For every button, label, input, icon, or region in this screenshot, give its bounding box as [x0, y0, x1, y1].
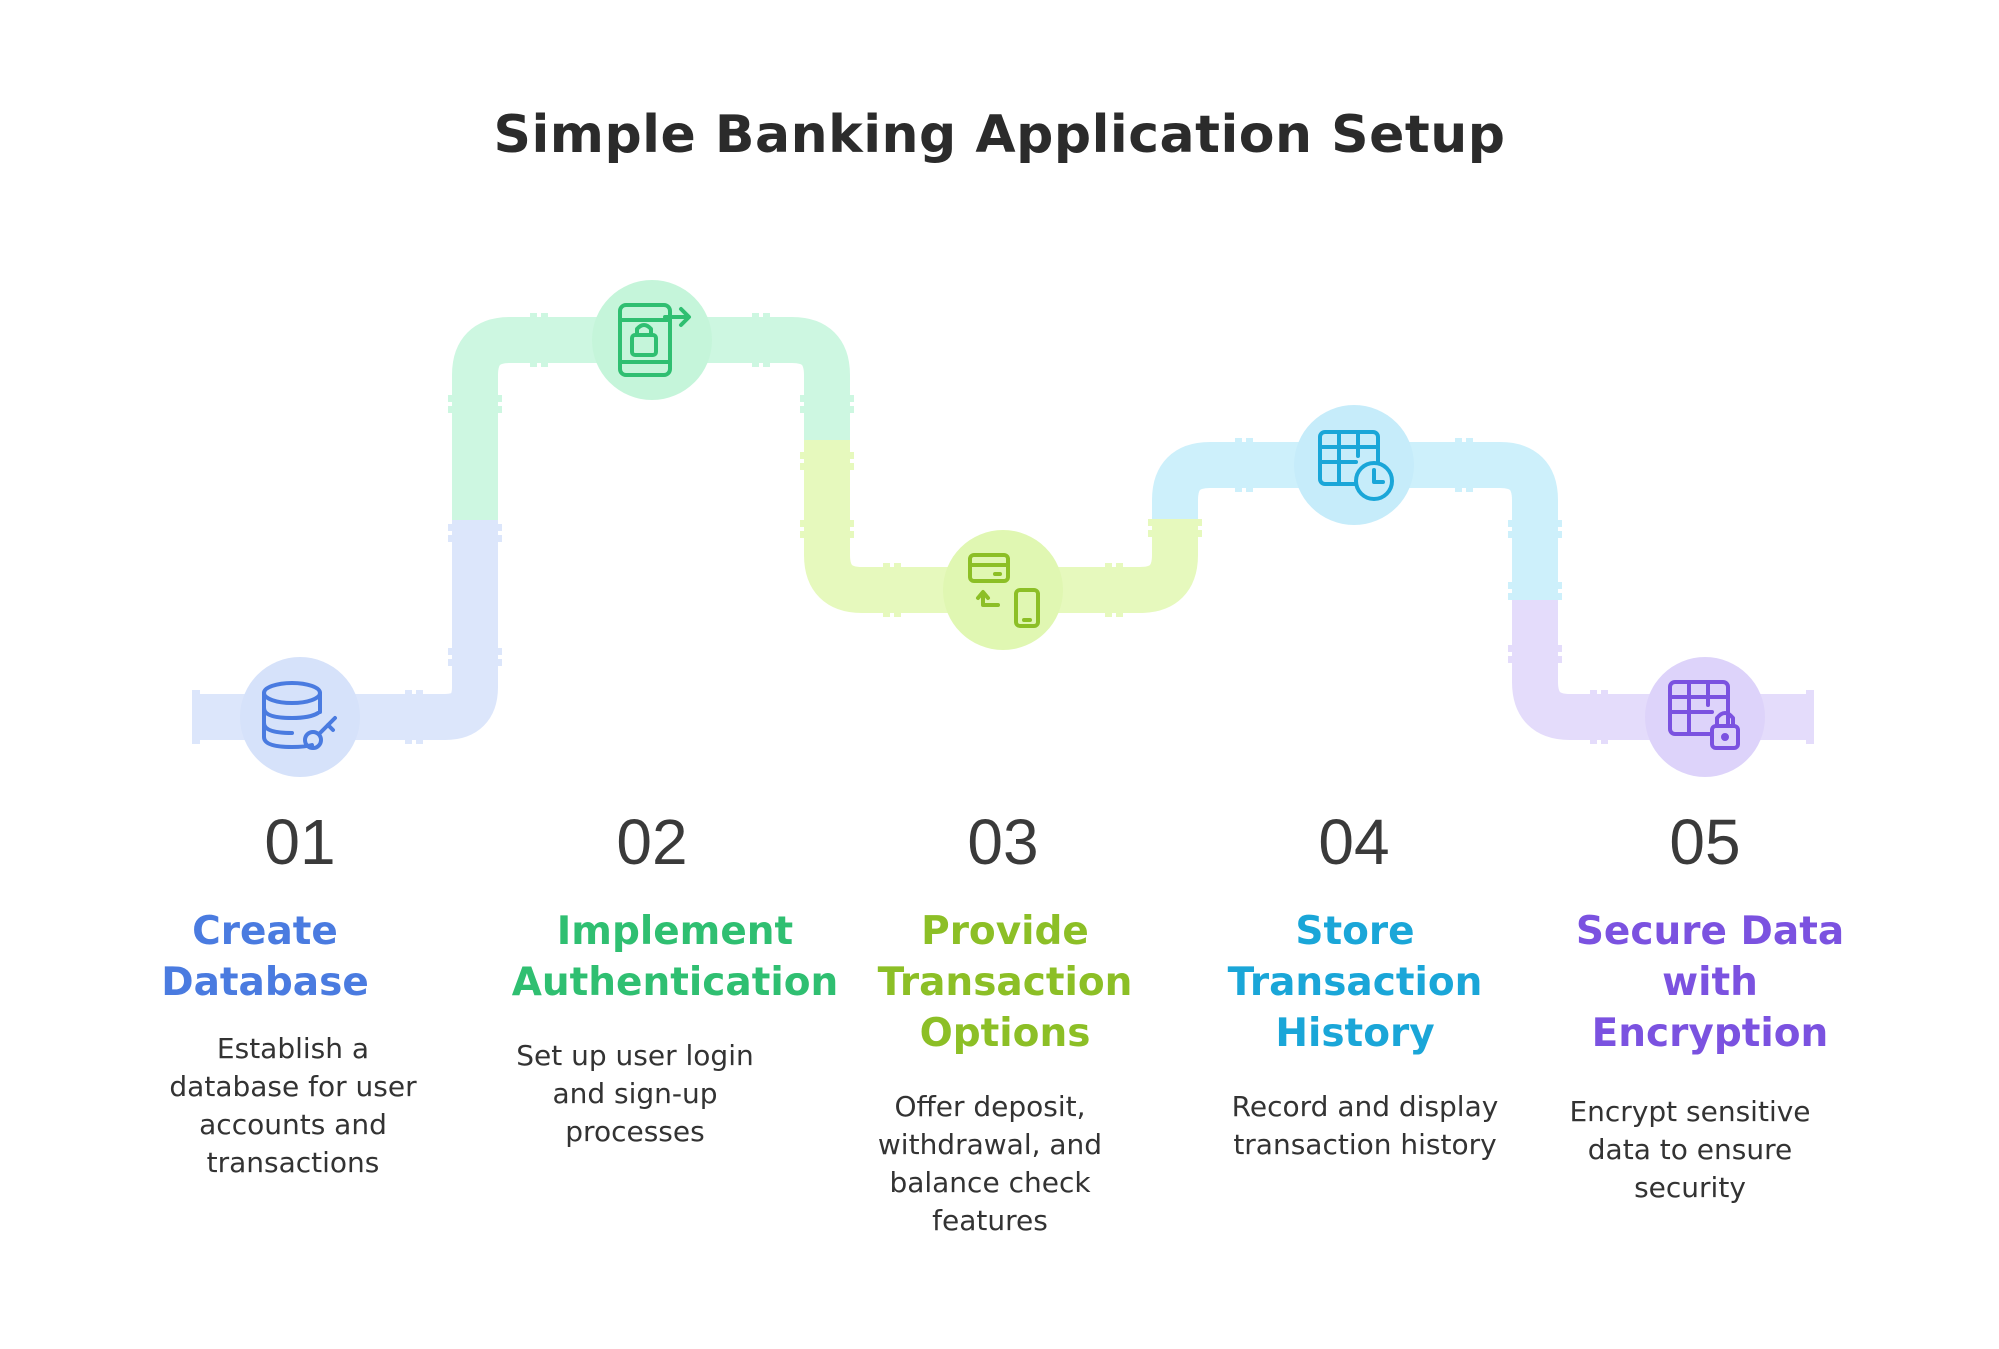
step-2-description: Set up user login and sign-up processes [516, 1039, 754, 1148]
step-1-description: Establish a database for user accounts a… [169, 1032, 417, 1179]
step-4-description: Record and display transaction history [1231, 1090, 1499, 1161]
step-2-number: 02 [616, 806, 688, 878]
database-key-icon [262, 681, 337, 750]
step-5-title: Secure Data with Encryption [1575, 909, 1845, 1056]
diagram-title: Simple Banking Application Setup [493, 105, 1506, 165]
pipe-joints [192, 313, 1814, 744]
pipe-segment-violet [1512, 595, 1810, 740]
step-2-node [592, 280, 712, 400]
step-1-node [240, 657, 360, 777]
card-to-phone-icon [968, 553, 1040, 628]
step-1-number: 01 [264, 806, 336, 878]
step-3-number: 03 [967, 806, 1039, 878]
step-5-number: 05 [1669, 806, 1741, 878]
table-lock-icon [1668, 680, 1740, 750]
step-3-description: Offer deposit, withdrawal, and balance c… [877, 1090, 1103, 1237]
step-3-node [943, 530, 1063, 650]
pipe-segment-blue [200, 520, 498, 740]
step-1-title: Create Database [161, 909, 369, 1005]
step-3-title: Provide Transaction Options [877, 909, 1133, 1056]
step-5-node [1645, 657, 1765, 777]
step-4-node [1294, 405, 1414, 525]
table-clock-icon [1318, 430, 1394, 501]
step-2-title: Implement Authentication [511, 909, 839, 1005]
step-4-title: Store Transaction History [1227, 909, 1483, 1056]
step-4-number: 04 [1318, 806, 1390, 878]
step-5-description: Encrypt sensitive data to ensure securit… [1569, 1095, 1811, 1204]
phone-lock-login-icon [618, 303, 691, 377]
